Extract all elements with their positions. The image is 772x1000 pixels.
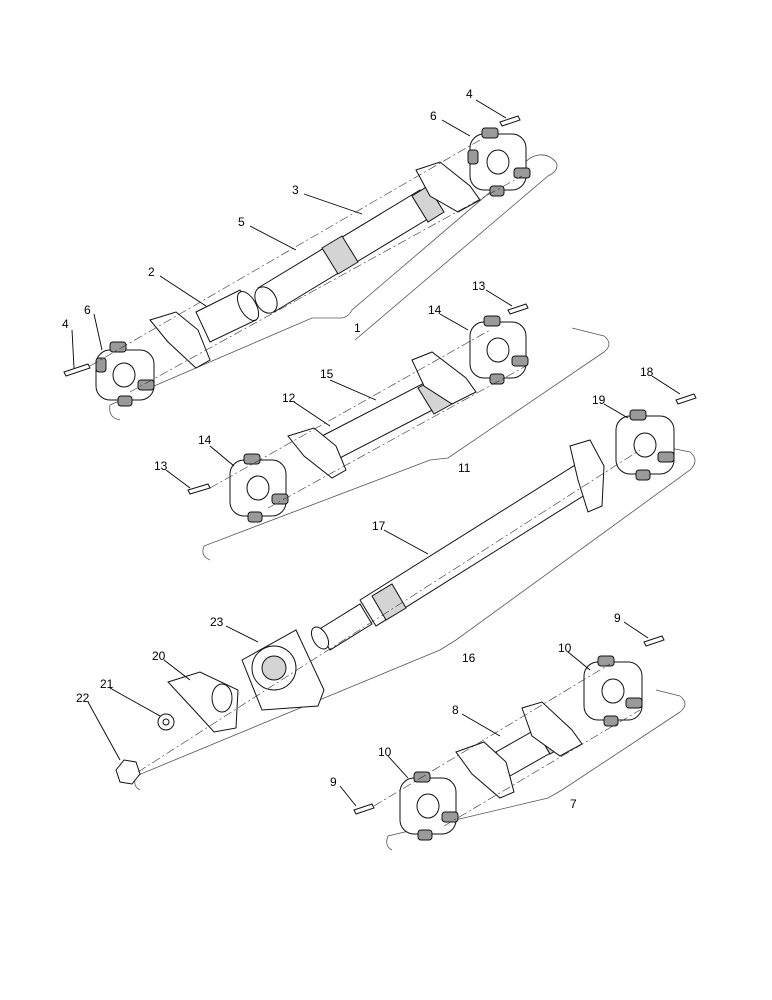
driveshaft-assembly-7: [353, 635, 686, 851]
callout-9-right: 9: [614, 611, 621, 625]
callout-16: 16: [462, 651, 476, 665]
universal-joint-cross-10-right: [583, 655, 643, 727]
callout-17: 17: [372, 519, 386, 533]
callout-13-right: 13: [472, 279, 486, 293]
callout-10-left: 10: [378, 745, 392, 759]
callout-18: 18: [640, 365, 654, 379]
universal-joint-cross-right: [467, 127, 531, 197]
leader-lines: [71, 99, 681, 807]
callout-21: 21: [100, 677, 114, 691]
center-bearing: [241, 629, 325, 711]
callout-20: 20: [152, 649, 166, 663]
universal-joint-cross-14-right: [469, 315, 529, 385]
callout-14-left: 14: [198, 433, 212, 447]
callout-19: 19: [592, 393, 606, 407]
callout-4-left: 4: [62, 317, 69, 331]
callout-9-left: 9: [330, 775, 337, 789]
callout-22: 22: [76, 691, 90, 705]
driveshaft-assembly-1: [63, 115, 558, 421]
driveshaft-assembly-11: [187, 303, 610, 561]
universal-joint-cross-19: [615, 409, 675, 481]
universal-joint-cross-10-left: [399, 771, 459, 841]
callout-4-right: 4: [466, 87, 473, 101]
callout-5: 5: [238, 215, 245, 229]
callout-2: 2: [148, 265, 155, 279]
driveshaft-assembly-16: [115, 393, 697, 791]
callout-13-left: 13: [154, 459, 168, 473]
callout-23: 23: [210, 615, 224, 629]
callout-10-right: 10: [558, 641, 572, 655]
callout-6-right: 6: [430, 109, 437, 123]
callout-labels: 3 5 2 6 4 1 4 6 15 12 13 14 14 13 11 17 …: [62, 87, 654, 811]
callout-7: 7: [570, 797, 577, 811]
callout-1: 1: [354, 321, 361, 335]
universal-joint-cross-left: [95, 341, 155, 407]
callout-6-left: 6: [84, 303, 91, 317]
callout-12: 12: [282, 391, 296, 405]
callout-15: 15: [320, 367, 334, 381]
callout-3: 3: [292, 183, 299, 197]
callout-8: 8: [452, 703, 459, 717]
universal-joint-cross-14-left: [229, 453, 289, 523]
callout-11: 11: [458, 461, 471, 475]
callout-14-right: 14: [428, 303, 442, 317]
